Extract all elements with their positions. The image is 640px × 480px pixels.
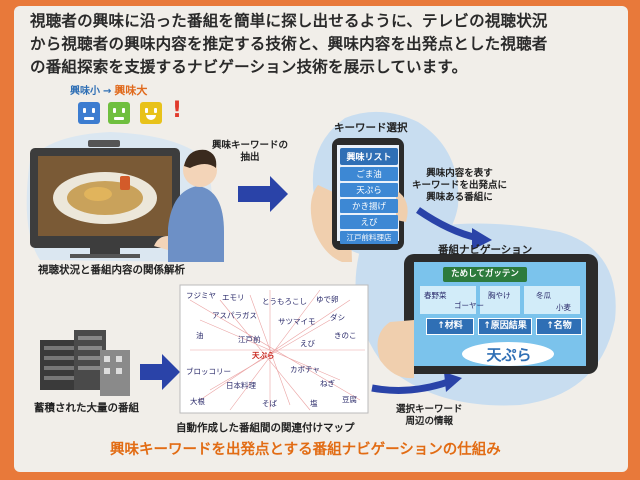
nav-button-ingredients[interactable]: ↑材料 [426,318,474,335]
headline-line-3: の番組探索を支援するナビゲーション技術を展示しています。 [30,58,468,76]
smile-face-icon [108,102,130,124]
nav-word[interactable]: ゴーヤー [454,301,484,310]
map-word: ねぎ [320,379,335,388]
list-item[interactable]: ごま油 [340,167,398,181]
interest-high: 興味大 [114,84,148,97]
label-program-navigation: 番組ナビゲーション [438,244,533,256]
stored-programs-icon [40,330,130,396]
happy-face-icon [140,102,162,124]
label-auto-map: 自動作成した番組間の関連付けマップ [176,422,355,434]
list-item[interactable]: えび [340,215,398,229]
label-keyword-select: キーワード選択 [334,122,408,134]
diagram-caption: 興味キーワードを出発点とする番組ナビゲーションの仕組み [110,442,501,458]
map-word: フジミヤ [186,291,216,300]
label-extract-keywords: 興味キーワードの 抽出 [212,140,289,163]
nav-center-keyword[interactable]: 天ぷら [486,346,532,364]
nav-word[interactable]: 冬瓜 [536,291,551,300]
map-word: 塩 [310,399,318,408]
viewer-person-icon [154,149,224,262]
relation-map [179,284,369,414]
exclamation-mark: ! [172,98,183,123]
arrow-right-1 [238,176,288,212]
tablet-icon [377,254,598,379]
interest-scale: 興味小→興味大 [70,82,147,98]
interest-arrow: → [103,86,112,97]
map-word: とうもろこし [262,297,307,306]
label-selected-keyword-info: 選択キーワード 周辺の情報 [396,404,463,427]
list-item[interactable]: 江戸前料理店 [340,231,398,244]
map-word: 江戸前 [238,335,261,344]
map-word: 油 [196,331,204,340]
label-stored-programs: 蓄積された大量の番組 [34,402,139,414]
arrow-map-to-navigation [444,372,462,392]
map-word: サツマイモ [278,317,316,326]
nav-word[interactable]: 胸やけ [488,291,511,300]
nav-button-specialty[interactable]: ↑名物 [536,318,582,335]
interest-low: 興味小 [70,86,100,97]
map-word: えび [300,339,315,348]
map-word: そば [262,399,277,408]
map-word: ダシ [330,313,346,322]
map-word: ゆで卵 [316,295,339,304]
map-word: ブロッコリー [186,367,231,376]
map-word: エモリ [222,293,245,302]
headline: 視聴者の興味に沿った番組を簡単に探し出せるように、テレビの視聴状況 から視聴者の… [30,10,620,79]
list-item[interactable]: 天ぷら [340,183,398,197]
interest-list: 興味リスト ごま油 天ぷら かき揚げ えび 江戸前料理店 [340,148,398,246]
label-relation-analysis: 視聴状況と番組内容の関係解析 [38,264,185,276]
map-word: 日本料理 [226,381,256,390]
map-word: 大根 [190,397,205,406]
map-word: 豆腐 [342,395,357,404]
list-item[interactable]: かき揚げ [340,199,398,213]
nav-word[interactable]: 春野菜 [424,291,447,300]
arrow-right-2 [140,354,180,390]
arrow-to-navigation [472,228,492,250]
neutral-face-icon [78,102,100,124]
headline-line-1: 視聴者の興味に沿った番組を簡単に探し出せるように、テレビの視聴状況 [30,12,548,30]
map-word: きのこ [334,331,357,340]
map-word-highlight: 天ぷら [252,351,275,360]
interest-list-header: 興味リスト [340,148,398,165]
nav-button-cause-effect[interactable]: ↑原因結果 [478,318,532,335]
map-word: カボチャ [290,365,320,374]
headline-line-2: から視聴者の興味内容を推定する技術と、興味内容を出発点とした視聴者 [30,35,548,53]
nav-word[interactable]: 小麦 [556,303,571,312]
nav-top-bar: ためしてガッテン [443,267,527,282]
label-show-keywords: 興味内容を表す キーワードを出発点に 興味ある番組に [412,168,508,203]
map-word: アスパラガス [212,311,257,320]
tv-icon [30,140,180,258]
